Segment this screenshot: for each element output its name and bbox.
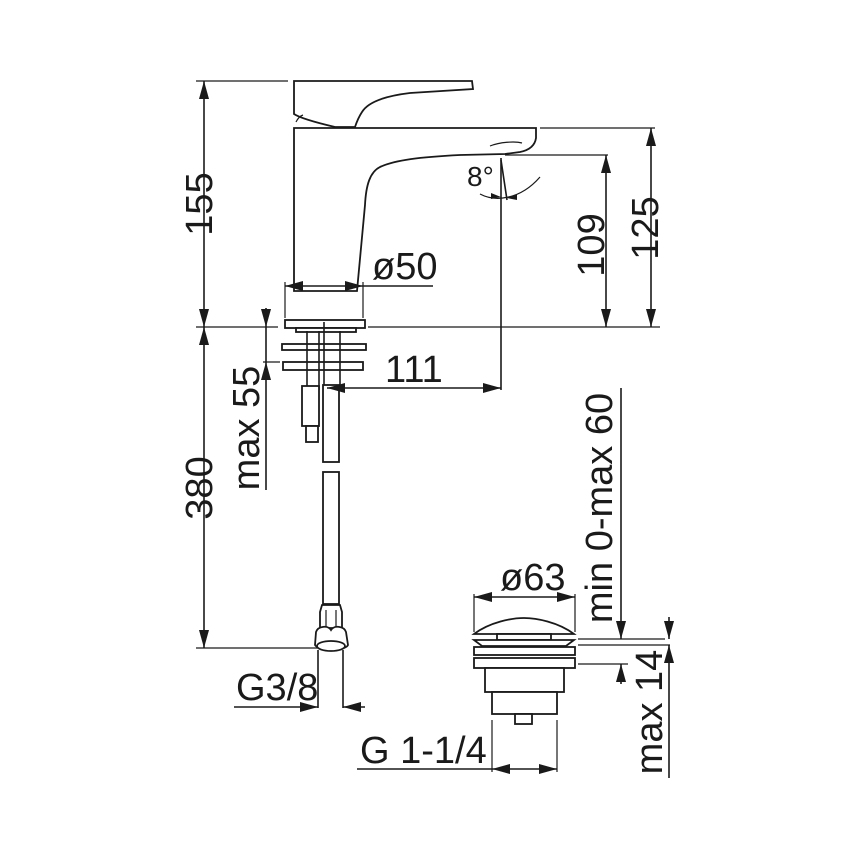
label-max55: max 55 xyxy=(226,366,268,491)
label-125: 125 xyxy=(625,196,667,259)
label-155: 155 xyxy=(179,172,221,235)
dim-outlet-height: 109 xyxy=(571,155,613,327)
dim-spout-angle: 8° xyxy=(467,158,541,390)
dim-hose-thread: G3/8 xyxy=(234,667,365,712)
label-g114: G 1-1/4 xyxy=(360,730,487,772)
dim-waste-deck: max 14 xyxy=(629,617,674,778)
faucet-body xyxy=(293,80,608,292)
dim-total-height: 155 xyxy=(179,80,288,327)
dim-waste-thread: G 1-1/4 xyxy=(357,720,558,774)
label-109: 109 xyxy=(571,213,613,276)
label-min0max60: min 0-max 60 xyxy=(579,393,621,623)
dim-body-diameter: ø50 xyxy=(284,246,437,318)
label-8deg: 8° xyxy=(467,161,494,192)
dim-waste-adjust: min 0-max 60 xyxy=(578,388,670,684)
dim-spout-height: 125 xyxy=(540,127,667,327)
mounting-hardware xyxy=(281,319,367,708)
dim-waste-diameter: ø63 xyxy=(473,557,576,632)
label-o50: ø50 xyxy=(372,246,437,288)
label-g38: G3/8 xyxy=(236,667,318,709)
dim-deck-thickness: max 55 xyxy=(226,308,280,490)
waste-assembly xyxy=(471,617,577,725)
dim-hose-length: 380 xyxy=(179,327,318,649)
label-o63: ø63 xyxy=(500,557,565,599)
label-380: 380 xyxy=(179,456,221,519)
label-max14: max 14 xyxy=(629,650,671,775)
label-111: 111 xyxy=(385,349,443,391)
dim-spout-reach: 111 xyxy=(327,349,501,393)
